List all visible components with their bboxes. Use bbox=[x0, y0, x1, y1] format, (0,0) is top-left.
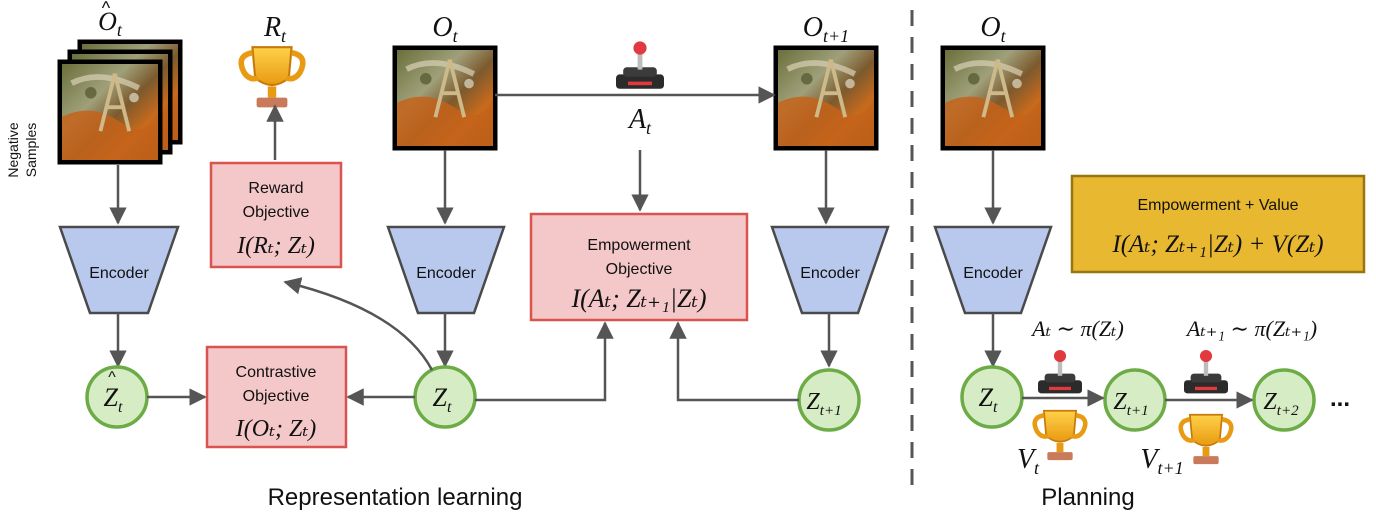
arrow-zt-to-empowerment bbox=[475, 321, 614, 402]
svg-text:^: ^ bbox=[108, 369, 116, 386]
encoder-neg: Encoder bbox=[58, 225, 180, 315]
action-joystick-icon bbox=[616, 41, 664, 89]
value-label-1: Vt bbox=[1017, 444, 1040, 478]
plan-node-z1: Zt bbox=[960, 365, 1024, 429]
encoder-plan: Encoder bbox=[933, 225, 1053, 315]
negative-label: Ot bbox=[98, 7, 123, 40]
value-label-2: Vt+1 bbox=[1140, 444, 1183, 478]
arrow-znext-to-empowerment bbox=[669, 321, 799, 402]
reward-trophy-icon bbox=[241, 47, 303, 107]
svg-text:Objective: Objective bbox=[606, 261, 673, 278]
svg-text:Zt+1: Zt+1 bbox=[1113, 389, 1148, 419]
svg-text:I(Aₜ; Zₜ₊₁|Zₜ): I(Aₜ; Zₜ₊₁|Zₜ) bbox=[570, 284, 706, 313]
reward-objective-box: Reward Objective I(Rₜ; Zₜ) bbox=[209, 161, 343, 269]
node-zt: Zt bbox=[413, 365, 477, 429]
policy-label-2: Aₜ₊₁ ∼ π(Zₜ₊₁) bbox=[1185, 316, 1317, 341]
plan-node-z3: Zt+2 bbox=[1252, 368, 1316, 432]
caption-planning: Planning bbox=[1041, 484, 1134, 511]
svg-text:Zt: Zt bbox=[104, 383, 123, 416]
svg-text:I(Rₜ; Zₜ): I(Rₜ; Zₜ) bbox=[236, 233, 315, 259]
arrow-zt-to-reward bbox=[283, 277, 434, 371]
svg-text:I(Aₜ; Zₜ₊₁|Zₜ) + V(Zₜ): I(Aₜ; Zₜ₊₁|Zₜ) + V(Zₜ) bbox=[1111, 231, 1323, 258]
policy-label-1: Aₜ ∼ π(Zₜ) bbox=[1030, 316, 1124, 341]
plan-objective-box: Empowerment + Value I(Aₜ; Zₜ₊₁|Zₜ) + V(Z… bbox=[1070, 174, 1366, 274]
svg-text:Zt+2: Zt+2 bbox=[1263, 389, 1299, 419]
svg-text:Zt+1: Zt+1 bbox=[806, 389, 841, 419]
svg-text:I(Oₜ; Zₜ): I(Oₜ; Zₜ) bbox=[235, 416, 316, 442]
caption-representation-learning: Representation learning bbox=[268, 484, 523, 511]
svg-text:Encoder: Encoder bbox=[416, 265, 476, 282]
plan-trophy-icon-1 bbox=[1035, 411, 1086, 460]
svg-text:Empowerment: Empowerment bbox=[587, 237, 691, 254]
action-label: At bbox=[627, 104, 652, 138]
node-znext: Zt+1 bbox=[797, 368, 861, 432]
plan-joystick-icon-2 bbox=[1184, 349, 1228, 394]
plan-joystick-icon-1 bbox=[1038, 349, 1082, 394]
negative-samples-stack bbox=[57, 39, 183, 165]
obs-t-image bbox=[392, 45, 498, 151]
svg-text:Contrastive: Contrastive bbox=[236, 364, 317, 381]
contrastive-objective-box: Contrastive Objective I(Oₜ; Zₜ) bbox=[205, 345, 348, 449]
empowerment-objective-box: Empowerment Objective I(Aₜ; Zₜ₊₁|Zₜ) bbox=[529, 212, 749, 322]
node-zhat: Zt ^ bbox=[85, 365, 149, 429]
reward-label: Rt bbox=[263, 12, 287, 46]
negative-side-label-2: Samples bbox=[23, 123, 39, 177]
plan-trophy-icon-2 bbox=[1181, 415, 1232, 464]
svg-text:Empowerment + Value: Empowerment + Value bbox=[1137, 197, 1298, 214]
hat-mark: ^ bbox=[102, 0, 111, 18]
negative-side-label-1: Negative bbox=[5, 122, 21, 177]
encoder-next: Encoder bbox=[770, 225, 890, 315]
svg-text:Objective: Objective bbox=[243, 388, 310, 405]
plan-obs-image bbox=[940, 45, 1046, 151]
obs-next-label: Ot+1 bbox=[803, 12, 849, 46]
svg-text:Encoder: Encoder bbox=[800, 265, 860, 282]
plan-obs-label: Ot bbox=[980, 12, 1006, 46]
plan-ellipsis: ... bbox=[1330, 385, 1350, 412]
plan-node-z2: Zt+1 bbox=[1103, 368, 1167, 432]
svg-text:Encoder: Encoder bbox=[963, 265, 1023, 282]
svg-text:Zt: Zt bbox=[433, 383, 452, 416]
svg-text:Reward: Reward bbox=[248, 180, 303, 197]
svg-text:Objective: Objective bbox=[243, 204, 310, 221]
svg-text:Zt: Zt bbox=[979, 383, 998, 416]
obs-t-label: Ot bbox=[432, 12, 458, 46]
encoder-obs: Encoder bbox=[386, 225, 506, 315]
svg-text:Encoder: Encoder bbox=[89, 265, 149, 282]
obs-next-image bbox=[773, 45, 879, 151]
